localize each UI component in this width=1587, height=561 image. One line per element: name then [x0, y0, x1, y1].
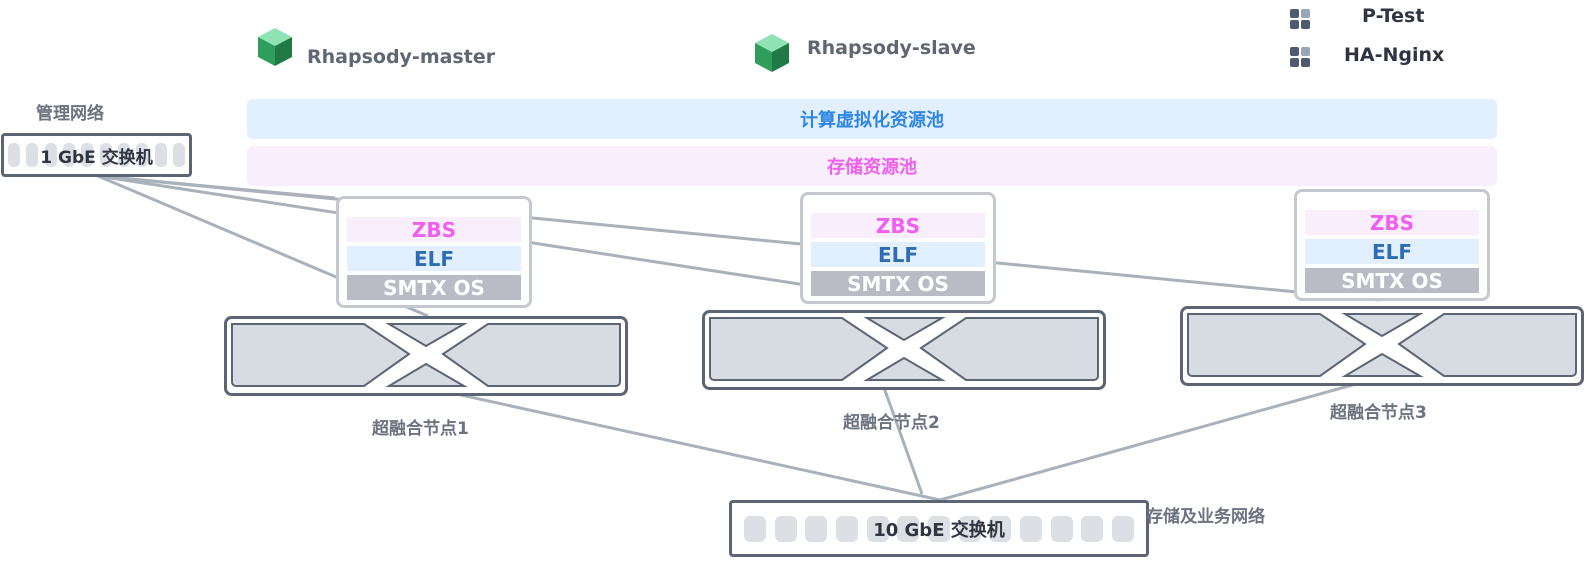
smtx-os-layer: SMTX OS [347, 275, 521, 300]
app-label-ptest: P-Test [1362, 5, 1425, 27]
zbs-layer: ZBS [811, 213, 985, 238]
node-software-stack: ZBS ELF SMTX OS [336, 196, 532, 308]
vm-cube-icon [755, 34, 789, 72]
storage-pool: 存储资源池 [247, 146, 1497, 186]
storage-link-node1 [419, 384, 941, 502]
node-software-stack: ZBS ELF SMTX OS [800, 192, 996, 304]
vm-label-slave: Rhapsody-slave [807, 37, 976, 59]
smtx-os-layer: SMTX OS [1305, 268, 1479, 293]
compute-pool: 计算虚拟化资源池 [247, 99, 1497, 139]
node-label: 超融合节点2 [843, 413, 940, 433]
management-switch-label: 1 GbE 交换机 [40, 147, 153, 168]
smtx-os-layer: SMTX OS [811, 271, 985, 296]
node-label: 超融合节点1 [372, 419, 469, 439]
zbs-layer: ZBS [347, 217, 521, 242]
storage-network-label: 存储及业务网络 [1146, 507, 1265, 527]
app-label-hanginx: HA-Nginx [1344, 44, 1445, 66]
elf-layer: ELF [811, 242, 985, 267]
elf-layer: ELF [347, 246, 521, 271]
storage-link-node3 [939, 378, 1371, 502]
storage-link-node2 [880, 381, 924, 495]
elf-layer: ELF [1305, 239, 1479, 264]
management-switch: 1 GbE 交换机 [1, 133, 192, 177]
zbs-layer: ZBS [1305, 210, 1479, 235]
server-chassis-icon [224, 316, 628, 396]
management-network-label: 管理网络 [36, 104, 104, 124]
switch-ports [732, 503, 1146, 554]
server-chassis-icon [1180, 306, 1584, 386]
server-chassis-icon [702, 310, 1106, 390]
mgmt-link-node1b [97, 174, 336, 200]
switch-ports [4, 136, 189, 174]
vm-cube-icon [258, 28, 292, 66]
app-grid-icon [1290, 9, 1310, 29]
vm-label-master: Rhapsody-master [307, 46, 496, 68]
node-label: 超融合节点3 [1330, 403, 1427, 423]
storage-switch-label: 10 GbE 交换机 [873, 519, 1005, 541]
storage-switch: 10 GbE 交换机 [729, 500, 1149, 557]
app-grid-icon [1290, 47, 1310, 67]
node-software-stack: ZBS ELF SMTX OS [1294, 189, 1490, 301]
